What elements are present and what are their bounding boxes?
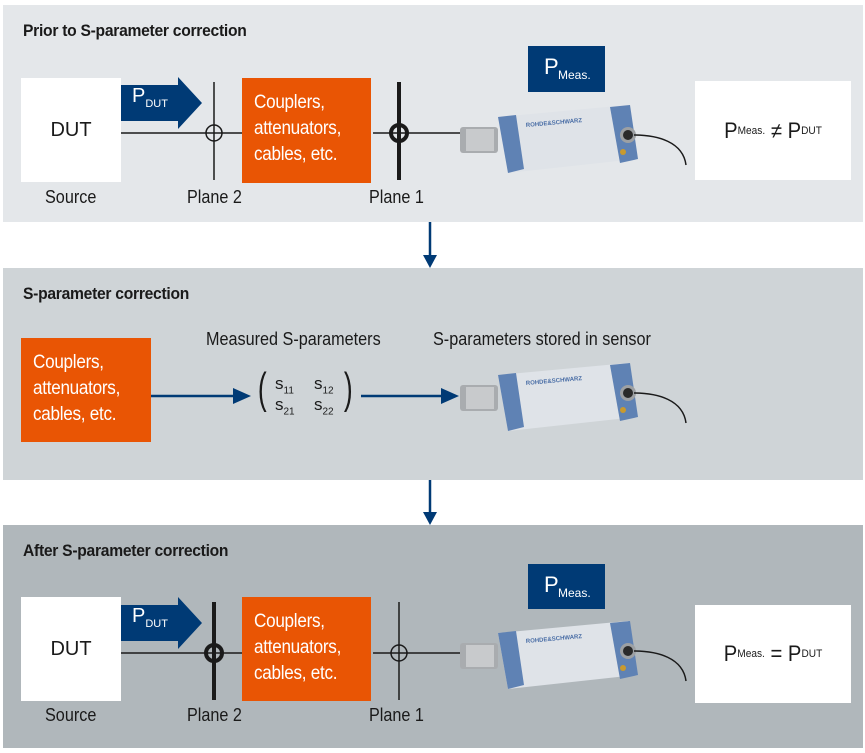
components-box: Couplers, attenuators, cables, etc. xyxy=(242,597,371,701)
source-label: Source xyxy=(45,705,97,725)
sparam-matrix: ( s11 s12 s21 s22 ) xyxy=(255,364,355,424)
correction-flow xyxy=(151,388,459,404)
right-paren: ) xyxy=(343,364,353,413)
left-paren: ( xyxy=(257,364,267,413)
dut-label: DUT xyxy=(50,637,92,660)
power-sensor-icon: ROHDE&SCHWARZ xyxy=(460,363,687,431)
panel-title: Prior to S-parameter correction xyxy=(23,21,247,40)
panel-prior-correction: Prior to S-parameter correction DUT PDUT… xyxy=(3,5,863,222)
svg-text:ROHDE&SCHWARZ: ROHDE&SCHWARZ xyxy=(526,376,583,387)
pdut-label: PDUT xyxy=(132,605,168,630)
signal-path xyxy=(120,77,473,180)
source-label: Source xyxy=(45,187,97,207)
signal-path xyxy=(120,597,473,700)
components-box: Couplers, attenuators, cables, etc. xyxy=(242,78,371,183)
panel-title: S-parameter correction xyxy=(23,284,190,303)
components-box: Couplers, attenuators, cables, etc. xyxy=(21,338,151,442)
power-sensor-icon: ROHDE&SCHWARZ xyxy=(460,105,687,173)
plane1-marker xyxy=(390,602,408,700)
stored-sparams-label: S-parameters stored in sensor xyxy=(433,329,651,349)
power-sensor-icon: ROHDE&SCHWARZ xyxy=(460,621,687,689)
dut-label: DUT xyxy=(50,118,92,141)
plane2-label: Plane 2 xyxy=(187,705,242,725)
arrow-head xyxy=(233,388,251,404)
plane1-label: Plane 1 xyxy=(369,187,424,207)
s11: s11 xyxy=(275,374,294,397)
plane2-marker xyxy=(205,82,223,180)
measured-sparams-label: Measured S-parameters xyxy=(206,329,381,349)
pdut-arrow xyxy=(120,77,202,129)
plane2-marker xyxy=(204,602,224,700)
down-arrow-2 xyxy=(423,480,437,525)
s21: s21 xyxy=(275,395,295,418)
plane1-label: Plane 1 xyxy=(369,705,424,725)
plane2-label: Plane 2 xyxy=(187,187,242,207)
arrow-head xyxy=(441,388,459,404)
panel-after-correction: After S-parameter correction DUT PDUT Co… xyxy=(3,525,863,748)
down-arrow-1 xyxy=(423,222,437,268)
panel-title: After S-parameter correction xyxy=(23,541,229,560)
panel-sparam-correction: S-parameter correction Couplers, attenua… xyxy=(3,268,863,480)
svg-text:ROHDE&SCHWARZ: ROHDE&SCHWARZ xyxy=(526,634,583,645)
plane1-marker xyxy=(389,82,409,180)
s22: s22 xyxy=(314,395,334,418)
s12: s12 xyxy=(314,374,334,397)
dut-box: DUT xyxy=(21,78,121,182)
pdut-label: PDUT xyxy=(132,85,168,110)
svg-text:ROHDE&SCHWARZ: ROHDE&SCHWARZ xyxy=(526,118,583,129)
dut-box: DUT xyxy=(21,597,121,701)
pdut-arrow xyxy=(120,597,202,649)
